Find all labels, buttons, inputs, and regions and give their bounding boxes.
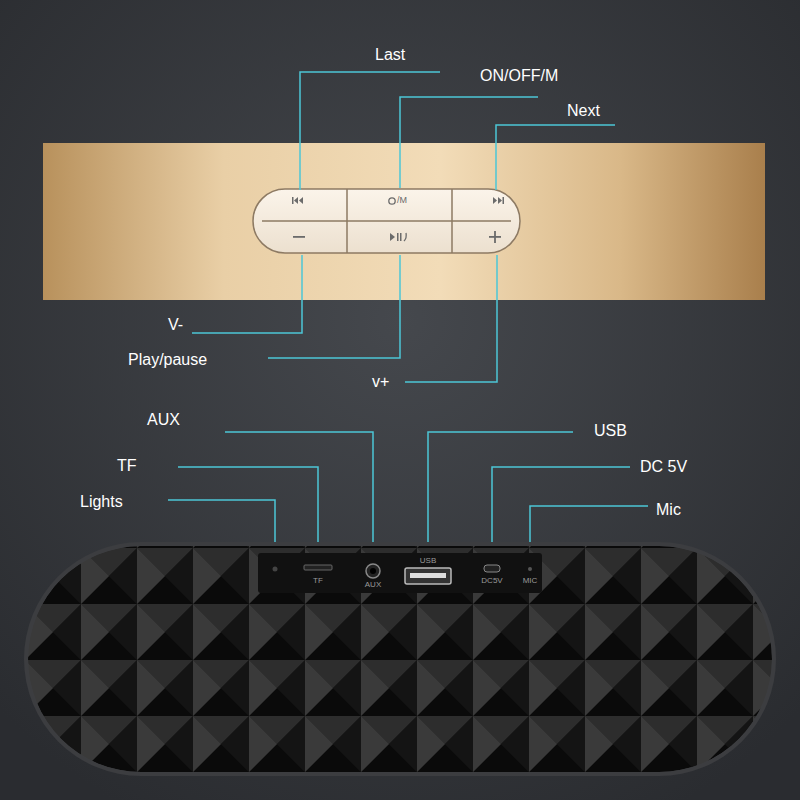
button-text: /M (397, 195, 407, 206)
callout-label: v+ (372, 372, 389, 391)
callout-label: TF (117, 456, 137, 475)
callout-label: DC 5V (640, 457, 687, 476)
callout-label: Lights (80, 492, 123, 511)
port-text: USB (420, 556, 436, 566)
port-text: DC5V (481, 576, 502, 586)
callout-label: Mic (656, 500, 681, 519)
callout-label: V- (168, 315, 183, 334)
callout-label: AUX (147, 410, 180, 429)
callout-label: Last (375, 45, 405, 64)
port-text: AUX (365, 580, 381, 590)
callout-label: ON/OFF/M (480, 66, 558, 85)
callout-label: Next (567, 101, 600, 120)
port-text: TF (313, 576, 323, 586)
callout-label: Play/pause (128, 350, 207, 369)
callout-label: USB (594, 421, 627, 440)
port-text: MIC (523, 576, 538, 586)
